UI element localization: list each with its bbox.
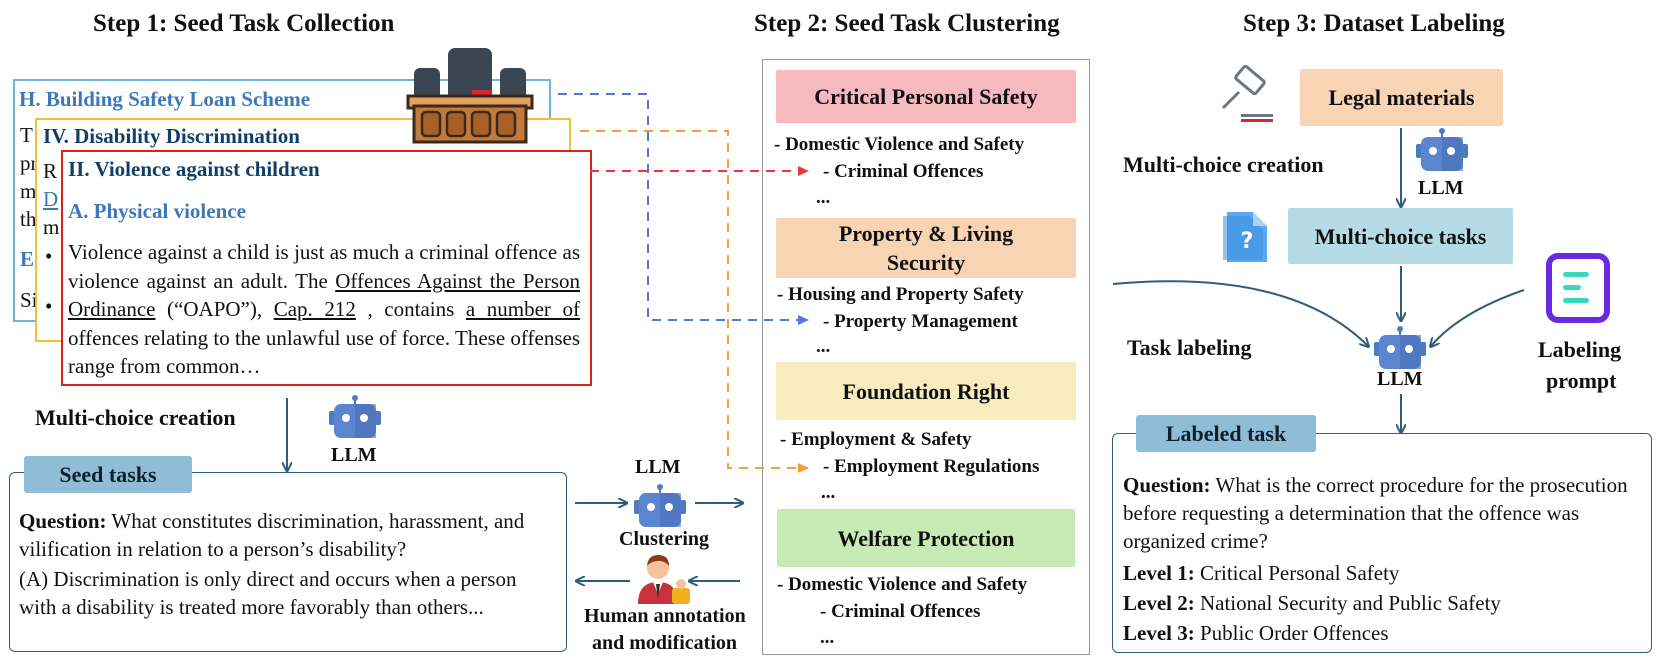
document-iv-title: IV. Disability Discrimination bbox=[43, 124, 300, 148]
clustering-label: Clustering bbox=[619, 528, 709, 550]
step1-title: Step 1: Seed Task Collection bbox=[93, 10, 395, 37]
document-h-peek: T bbox=[20, 123, 33, 147]
step3-llm-label-1: LLM bbox=[1418, 177, 1464, 199]
labeled-task-question: Question: What is the correct procedure … bbox=[1123, 473, 1628, 553]
subcategory: - Criminal Offences bbox=[820, 601, 981, 622]
labeled-task-box bbox=[1112, 433, 1652, 653]
seed-tasks-box bbox=[9, 472, 567, 652]
document-ii-title: II. Violence against children bbox=[68, 157, 320, 181]
multi-choice-tasks-box: Multi-choice tasks bbox=[1288, 208, 1513, 264]
labeled-task-level-2: Level 2: National Security and Public Sa… bbox=[1123, 591, 1501, 615]
document-iv-peek: D bbox=[43, 187, 59, 211]
arrow-curve-right bbox=[1431, 289, 1525, 346]
subcategory-ellipsis: ... bbox=[820, 627, 835, 648]
document-ii-subtitle: A. Physical violence bbox=[68, 199, 246, 223]
subcategory: - Property Management bbox=[823, 311, 1018, 332]
seed-tasks-tag: Seed tasks bbox=[24, 456, 192, 493]
subcategory: - Criminal Offences bbox=[823, 161, 984, 182]
step3-title: Step 3: Dataset Labeling bbox=[1243, 10, 1505, 37]
document-h-peek: th bbox=[20, 207, 37, 231]
document-h-peek: Si bbox=[20, 288, 38, 312]
subcategory: - Domestic Violence and Safety bbox=[777, 574, 1028, 595]
category-critical-personal-safety: Critical Personal Safety bbox=[776, 70, 1076, 123]
courtroom-icon bbox=[406, 48, 534, 144]
labeled-task-level-3: Level 3: Public Order Offences bbox=[1123, 621, 1389, 645]
subcategory: - Employment Regulations bbox=[823, 456, 1040, 477]
category-property-living-security: Property & Living Security bbox=[776, 218, 1076, 278]
document-iv-peek: • bbox=[45, 294, 53, 318]
step3-llm-label-2: LLM bbox=[1377, 368, 1423, 390]
prompt-label: prompt bbox=[1546, 368, 1617, 393]
document-h-peek: E bbox=[20, 247, 35, 271]
task-labeling-label: Task labeling bbox=[1127, 335, 1252, 360]
link-cap212[interactable]: Cap. 212 bbox=[273, 297, 356, 321]
human-annotation-label: Human annotation bbox=[584, 605, 746, 627]
category-welfare-protection: Welfare Protection bbox=[777, 509, 1075, 567]
legal-materials-box: Legal materials bbox=[1300, 69, 1503, 126]
labeling-label: Labeling bbox=[1538, 337, 1622, 362]
seed-task-question: Question: What constitutes discriminatio… bbox=[19, 509, 525, 561]
document-iv-peek: • bbox=[45, 244, 53, 268]
document-h-peek: m bbox=[20, 179, 37, 203]
svg-text:?: ? bbox=[1241, 229, 1254, 254]
document-h-title: H. Building Safety Loan Scheme bbox=[19, 87, 311, 111]
step1-mc-creation-label: Multi-choice creation bbox=[35, 405, 236, 430]
document-ii-paragraph: Violence against a child is just as much… bbox=[68, 240, 581, 378]
document-ii: II. Violence against children A. Physica… bbox=[61, 150, 592, 386]
link-oapo[interactable]: Offences Against the Person Ordinance bbox=[68, 268, 580, 322]
step2-title: Step 2: Seed Task Clustering bbox=[754, 10, 1060, 37]
document-iv-peek: m bbox=[43, 215, 60, 239]
labeled-task-tag: Labeled task bbox=[1136, 415, 1316, 452]
subcategory-ellipsis: ... bbox=[816, 187, 831, 208]
subcategory: - Employment & Safety bbox=[780, 429, 972, 450]
document-iv-peek: R bbox=[43, 159, 58, 183]
labeled-task-level-1: Level 1: Critical Personal Safety bbox=[1123, 561, 1400, 585]
modification-label: and modification bbox=[592, 632, 738, 654]
subcategory-ellipsis: ... bbox=[816, 336, 831, 357]
subcategory: - Housing and Property Safety bbox=[777, 284, 1024, 305]
step1-llm-label: LLM bbox=[331, 444, 377, 466]
subcategory-ellipsis: ... bbox=[821, 482, 836, 503]
link-a-number-of[interactable]: a number of bbox=[465, 297, 581, 321]
seed-task-option-a: (A) Discrimination is only direct and oc… bbox=[19, 567, 517, 619]
subcategory: - Domestic Violence and Safety bbox=[774, 134, 1025, 155]
document-h-peek: pr bbox=[20, 151, 38, 175]
category-foundation-right: Foundation Right bbox=[776, 362, 1076, 420]
middle-llm-label: LLM bbox=[635, 456, 681, 478]
step3-mc-creation-label: Multi-choice creation bbox=[1123, 152, 1324, 177]
